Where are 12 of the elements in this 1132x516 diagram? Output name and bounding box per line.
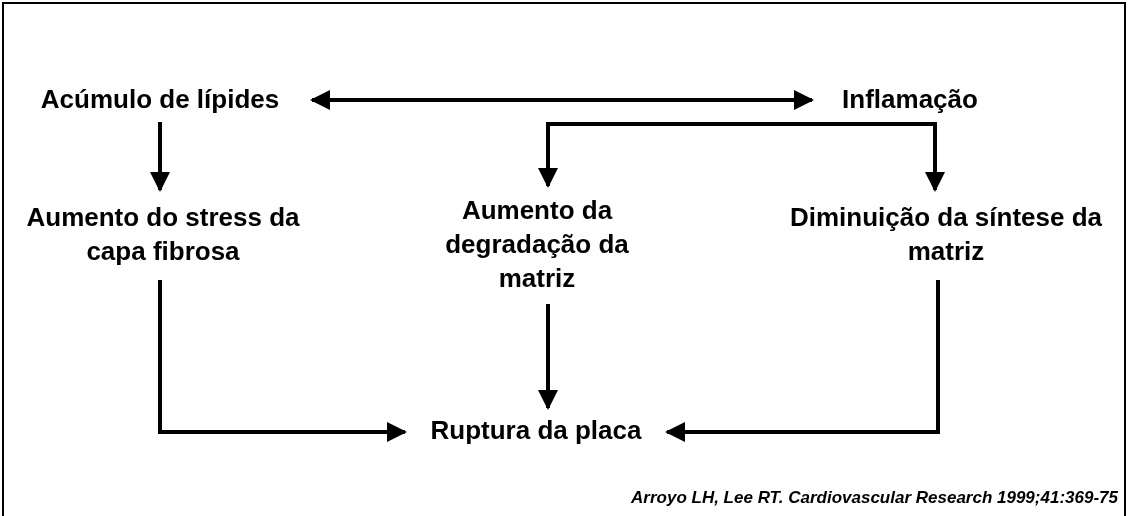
arrow	[150, 122, 170, 192]
arrow	[310, 90, 814, 110]
node-label: Diminuição da síntese da matriz	[788, 201, 1104, 268]
arrow	[538, 304, 558, 410]
node-label: Ruptura da placa	[430, 414, 642, 448]
node-label: Acúmulo de lípides	[40, 83, 280, 117]
node-label: Aumento da degradação da matriz	[444, 194, 630, 295]
node-label: Inflamação	[842, 83, 978, 117]
node-label: Aumento do stress da capa fibrosa	[25, 201, 301, 268]
arrow	[158, 280, 407, 442]
arrow	[665, 280, 940, 442]
citation: Arroyo LH, Lee RT. Cardiovascular Research 1999;41:369-75	[631, 488, 1118, 508]
